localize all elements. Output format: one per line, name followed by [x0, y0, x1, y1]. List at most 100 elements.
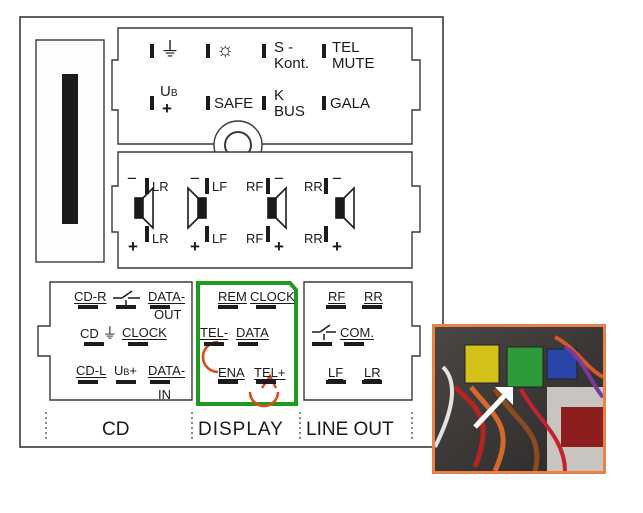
rr-top-label: RR	[304, 179, 323, 194]
fuse-blade	[62, 74, 78, 224]
com-label: COM.	[340, 325, 374, 340]
cd-clock-label: CLOCK	[122, 325, 167, 340]
lineout-rr-label: RR	[364, 289, 383, 304]
pin-rf-plus	[266, 226, 270, 242]
pin-cd-ub	[116, 380, 136, 384]
pin-lineout-lf	[326, 380, 346, 384]
pin-light	[206, 44, 210, 58]
speaker-icon-lf	[187, 186, 207, 230]
switch-icon-cd	[113, 290, 140, 306]
connector-photo-inset	[432, 324, 606, 474]
pin-safe	[206, 96, 210, 110]
speaker-icon-rr	[335, 186, 355, 230]
pin-ground	[150, 44, 154, 58]
lr-bot-label: LR	[152, 231, 169, 246]
pin-kbus	[262, 96, 266, 110]
pin-ena	[218, 380, 238, 384]
lineout-lr-label: LR	[364, 365, 381, 380]
pin-display-clock	[256, 305, 276, 309]
tel-mute-line1: TEL	[332, 39, 360, 56]
rf-top-label: RF	[246, 179, 264, 194]
rf-minus: −	[274, 169, 284, 188]
pin-data-in	[150, 380, 170, 384]
lf-plus: +	[190, 237, 200, 256]
tel-mute-line2: MUTE	[332, 55, 375, 72]
pin-ub	[150, 96, 154, 110]
lf-top-label: LF	[212, 179, 228, 194]
cd-ground-label: CD ⏚	[80, 325, 118, 342]
rf-plus: +	[274, 237, 284, 256]
lineout-block-outline	[303, 281, 421, 401]
marker-arrow-tel-plus	[261, 373, 278, 389]
pin-tel-minus	[204, 342, 224, 346]
rr-plus: +	[332, 237, 342, 256]
display-section-label: DISPLAY	[198, 419, 284, 440]
gala-label: GALA	[330, 95, 371, 112]
lr-minus: −	[127, 169, 137, 188]
pin-data	[238, 342, 258, 346]
lf-bot-label: LF	[212, 231, 228, 246]
pin-rf-minus	[266, 178, 270, 194]
ena-label: ENA	[218, 365, 245, 380]
pin-s-kont	[262, 44, 266, 58]
pin-data-out	[150, 305, 170, 309]
pin-tel-plus	[256, 380, 276, 384]
pin-cd-clock	[128, 342, 148, 346]
photo-yellow-connector	[464, 344, 500, 384]
light-icon: ☼	[216, 39, 235, 61]
pin-lf-plus	[205, 226, 209, 242]
switch-icon-lineout	[312, 324, 336, 340]
data-out-line1: DATA-	[148, 289, 186, 304]
power-block-outline	[111, 27, 421, 145]
ground-symbol: ⏚	[160, 39, 180, 61]
data-out-line2: OUT	[154, 307, 182, 322]
pin-lineout-switch	[312, 342, 332, 346]
display-highlight-box	[196, 281, 298, 406]
rf-bot-label: RF	[246, 231, 264, 246]
lineout-rf-label: RF	[328, 289, 346, 304]
data-in-line2: IN	[158, 387, 171, 402]
pin-lineout-rf	[326, 305, 346, 309]
tel-minus-label: TEL-	[200, 325, 229, 340]
s-kont-line1: S -	[274, 39, 294, 56]
pin-cd-switch	[116, 305, 136, 309]
speaker-block-outline	[111, 151, 421, 269]
safe-label: SAFE	[214, 95, 254, 112]
connector-photo	[435, 327, 603, 471]
pin-lf-minus	[205, 178, 209, 194]
rr-minus: −	[332, 169, 342, 188]
pin-rem	[218, 305, 238, 309]
kbus-line2: BUS	[274, 103, 305, 120]
pin-cd-r	[78, 305, 98, 309]
pin-cd-l	[78, 380, 98, 384]
pin-lr-plus	[145, 226, 149, 242]
ub-label: UB	[160, 83, 178, 100]
pin-lr-minus	[145, 178, 149, 194]
pin-com	[344, 342, 364, 346]
pin-tel-mute	[322, 44, 326, 58]
s-kont-line2: Kont.	[274, 55, 310, 72]
photo-blue-connector	[546, 348, 578, 380]
lineout-lf-label: LF	[328, 365, 344, 380]
lr-plus: +	[128, 237, 138, 256]
pin-lineout-rr	[362, 305, 382, 309]
ub-plus: +	[162, 99, 172, 118]
cd-r-label: CD-R	[74, 289, 107, 304]
data-in-line1: DATA-	[148, 363, 186, 378]
tel-plus-label: TEL+	[254, 365, 286, 380]
data-label: DATA	[236, 325, 269, 340]
pin-rr-minus	[324, 178, 328, 194]
display-clock-label: CLOCK	[250, 289, 295, 304]
lr-top-label: LR	[152, 179, 169, 194]
lf-minus: −	[190, 169, 200, 188]
pin-lineout-lr	[362, 380, 382, 384]
pin-cd-ground	[84, 342, 104, 346]
cd-ub-label: UB+	[114, 363, 137, 378]
cd-section-label: CD	[102, 419, 130, 440]
marker-circle-tel-plus	[248, 391, 280, 408]
fuse-label: Si - 10A	[60, 119, 80, 182]
lineout-section-label: LINE OUT	[306, 419, 394, 440]
kbus-line1: K	[274, 87, 285, 104]
pin-gala	[322, 96, 326, 110]
